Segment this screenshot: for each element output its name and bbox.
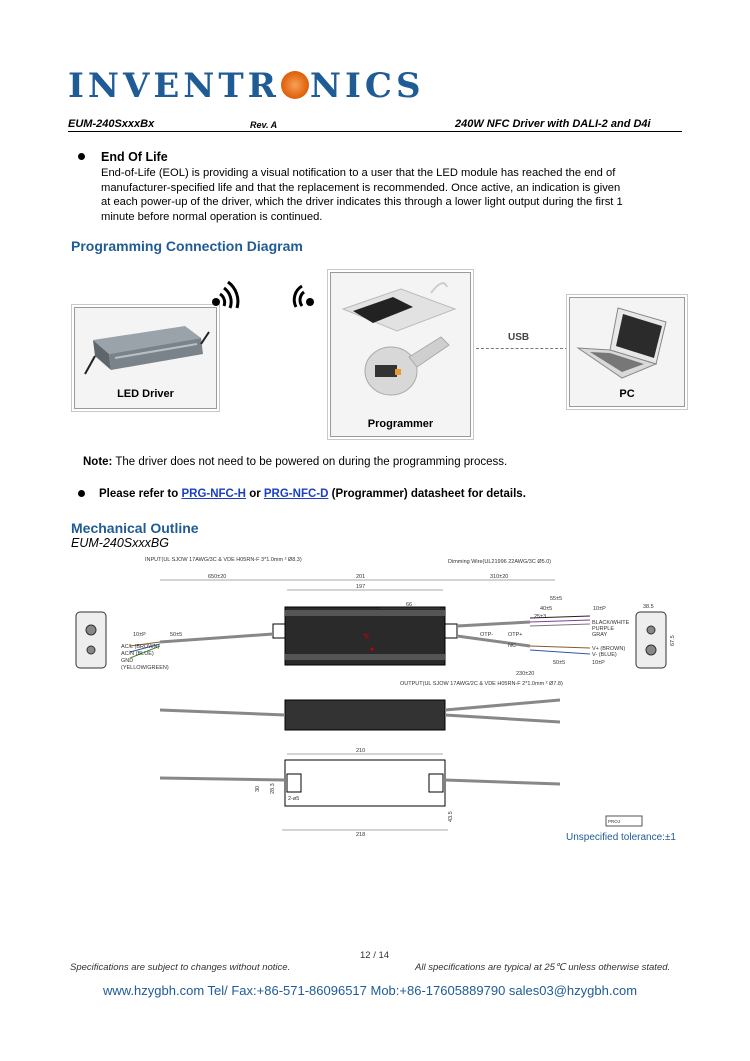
pc-label: PC — [619, 388, 635, 400]
mount-hole: 2-ø5 — [288, 796, 299, 802]
usb-connection-line — [476, 348, 568, 349]
wire-dim2: PURPLE — [592, 626, 614, 632]
paragraph-line: End-of-Life (EOL) is providing a visual … — [101, 167, 616, 179]
dim-210: 210 — [356, 748, 365, 754]
wire-vplus: V+ (BROWN) — [592, 646, 625, 652]
footer-typical-note: All specifications are typical at 25℃ un… — [415, 962, 671, 973]
projection-symbol: PROJ — [608, 819, 620, 824]
tolerance-note: Unspecified tolerance:±1 — [566, 832, 676, 843]
dim-67: 67.5 — [670, 635, 676, 646]
dim-230: 230±20 — [516, 671, 534, 677]
dim-40: 40±5 — [540, 606, 552, 612]
led-driver-icon — [84, 326, 210, 375]
wire-acn: AC/N (BLUE) — [121, 651, 154, 657]
wire-gnd-color: (YELLOW/GREEN) — [121, 665, 169, 671]
wire-dim1: BLACK/WHITE — [592, 620, 630, 626]
dim-30: 30 — [255, 786, 261, 792]
dim-50b: 50±5 — [553, 660, 565, 666]
note-body: The driver does not need to be powered o… — [112, 456, 508, 468]
programmer-box: Programmer — [330, 272, 471, 437]
bullet-icon — [78, 490, 85, 497]
programming-section-title: Programming Connection Diagram — [71, 238, 303, 254]
nfc-wave-icon — [292, 284, 314, 308]
led-driver-label: LED Driver — [117, 388, 174, 400]
dim-218: 218 — [356, 832, 365, 838]
mechanical-model: EUM-240SxxxBG — [71, 536, 169, 550]
mechanical-drawing: INPUT(UL SJOW 17AWG/3C & VDE H05RN-F 3*1… — [75, 557, 676, 838]
paragraph-line: minute before normal operation is contin… — [101, 210, 323, 223]
wire-acl: AC/L (BROWN) — [121, 644, 159, 650]
model-number: EUM-240SxxxBx — [68, 118, 155, 130]
otp-minus-label: OTP- — [480, 632, 493, 638]
dim-25: 25±3 — [534, 614, 546, 620]
dim-43: 43.5 — [448, 811, 454, 822]
product-name: 240W NFC Driver with DALI-2 and D4i — [455, 118, 651, 130]
refer-or: or — [246, 488, 264, 500]
dim-650: 650±20 — [208, 574, 226, 580]
dim-310: 310±20 — [490, 574, 508, 580]
programmer-reference: Please refer to PRG-NFC-H or PRG-NFC-D (… — [99, 488, 526, 500]
refer-prefix: Please refer to — [99, 488, 182, 500]
end-of-life-title: End Of Life — [101, 150, 168, 164]
prg-nfc-h-link[interactable]: PRG-NFC-H — [181, 488, 246, 500]
page-number: 12 / 14 — [360, 950, 390, 961]
otp-plus-label: OTP+ — [508, 632, 523, 638]
company-logo: INVENTR NICS — [68, 66, 425, 106]
revision: Rev. A — [250, 120, 278, 130]
prg-nfc-d-link[interactable]: PRG-NFC-D — [263, 488, 329, 500]
dim-10c: 10±P — [133, 632, 146, 638]
note-label: Note: — [83, 456, 113, 468]
input-cable-spec: INPUT(UL SJOW 17AWG/3C & VDE H05RN-F 3*1… — [145, 557, 302, 563]
dim-66: 66 — [406, 602, 412, 608]
wire-dim3: GRAY — [592, 632, 608, 638]
programmer-icon — [341, 282, 457, 396]
tc-label: Tc — [363, 634, 371, 641]
wire-gnd: GND — [121, 658, 133, 664]
logo-text-end: NICS — [309, 66, 425, 106]
pc-box: PC — [569, 297, 685, 407]
output-cable-spec: OUTPUT(UL SJOW 17AWG/2C & VDE H05RN-F 2*… — [400, 681, 563, 687]
dim-55: 55±5 — [550, 596, 562, 602]
paragraph-line: manufacturer-specified life and that the… — [101, 181, 621, 194]
laptop-icon — [576, 307, 667, 379]
programmer-label: Programmer — [367, 418, 434, 430]
dim-197: 197 — [356, 584, 365, 590]
usb-label: USB — [508, 332, 530, 343]
note-text: Note: The driver does not need to be pow… — [83, 456, 507, 468]
end-of-life-paragraph: End-of-Life (EOL) is providing a visual … — [101, 166, 682, 224]
refer-suffix: (Programmer) datasheet for details. — [328, 488, 526, 500]
nc-label: NC — [508, 643, 516, 649]
header-divider — [68, 131, 682, 132]
dim-10a: 10±P — [593, 606, 606, 612]
logo-o-icon — [280, 71, 309, 99]
footer-disclaimer: Specifications are subject to changes wi… — [70, 962, 291, 973]
dim-28: 28.3 — [270, 783, 276, 794]
mechanical-outline-title: Mechanical Outline — [71, 520, 199, 536]
dim-10b: 10±P — [592, 660, 605, 666]
led-driver-box: LED Driver — [74, 307, 217, 409]
wire-vminus: V- (BLUE) — [592, 652, 617, 658]
dimming-wire-spec: Dimming Wire(UL21996 22AWG/3C Ø5.0) — [448, 559, 551, 565]
contact-info: www.hzygbh.com Tel/ Fax:+86-571-86096517… — [103, 983, 638, 998]
paragraph-line: at each power-up of the driver, which th… — [101, 196, 623, 208]
logo-text-start: INVENTR — [68, 66, 280, 106]
dim-201: 201 — [356, 574, 365, 580]
dim-50a: 50±5 — [170, 632, 182, 638]
bullet-icon — [78, 153, 85, 160]
dim-38: 38.5 — [643, 604, 654, 610]
nfc-wave-icon — [212, 280, 240, 309]
